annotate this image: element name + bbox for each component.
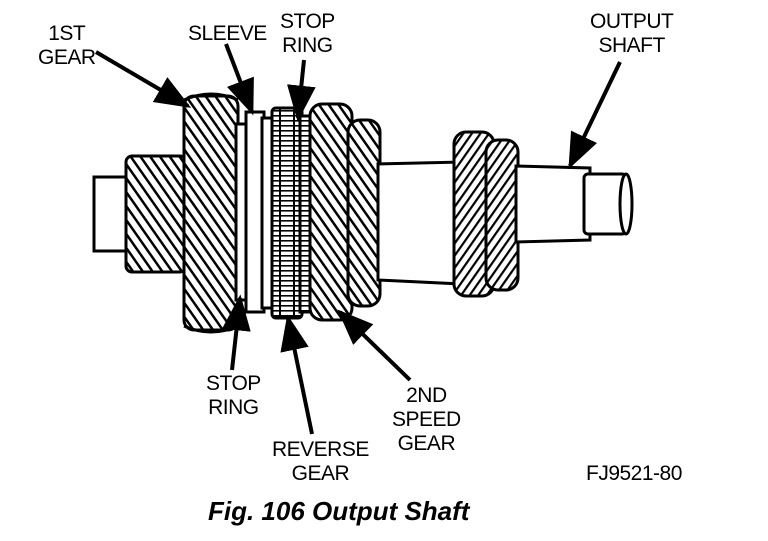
leader-stop-ring-top [287,59,316,122]
first-gear-shape [182,92,240,334]
figure-code: FJ9521-80 [586,462,682,485]
label-output-shaft: OUTPUT SHAFT [590,10,674,57]
synchro-rings [234,110,266,314]
label-stop-ring-top: STOP RING [280,10,335,57]
leader-stop-ring-bottom [222,294,251,371]
reverse-gear-shape [270,106,304,320]
label-reverse-gear: REVERSE GEAR [272,438,369,485]
right-shaft [514,164,592,244]
second-gear-shape [308,102,382,322]
leader-reverse-gear [280,314,314,435]
figure-caption: Fig. 106 Output Shaft [208,496,470,526]
label-first-gear: 1ST GEAR [38,22,96,69]
leader-second-gear [337,309,412,382]
label-stop-ring-bottom: STOP RING [206,372,261,419]
pilot-gear [124,154,188,274]
output-gear-shape [452,130,520,298]
leader-first-gear [94,50,192,108]
main-shaft-body [376,160,464,286]
label-second-speed-gear: 2ND SPEED GEAR [392,384,461,455]
label-sleeve: SLEEVE [188,22,267,45]
leader-sleeve [224,43,254,116]
leader-output-shaft [568,61,622,170]
